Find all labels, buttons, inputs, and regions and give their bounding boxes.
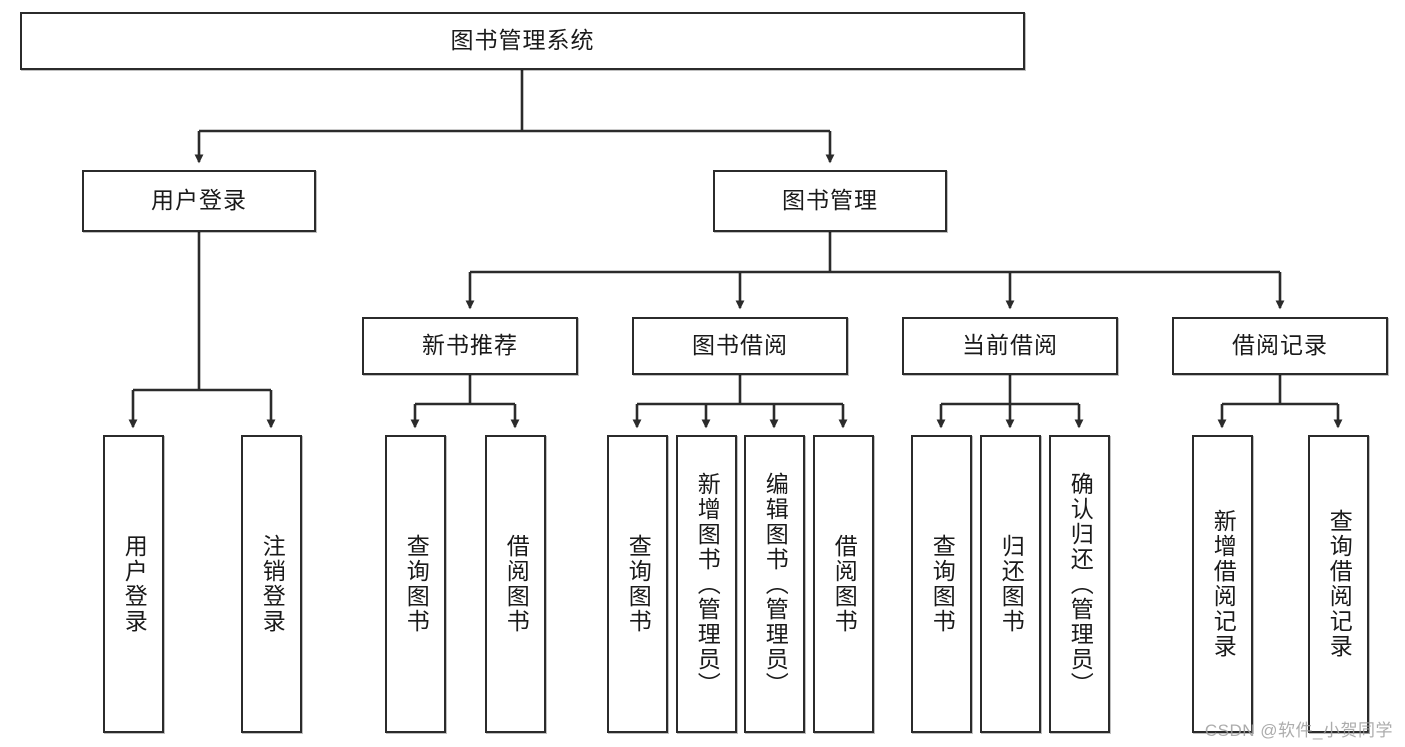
node-leaf-edit-book-label: 编辑图书（管理员）	[762, 471, 789, 697]
node-leaf-query-book-3[interactable]: 查询图书	[911, 435, 972, 733]
node-borrow-record[interactable]: 借阅记录	[1172, 317, 1388, 375]
node-leaf-query-book-1[interactable]: 查询图书	[385, 435, 446, 733]
node-leaf-confirm-return-label: 确认归还（管理员）	[1067, 471, 1094, 697]
node-leaf-add-record-label: 新增借阅记录	[1210, 509, 1237, 659]
node-leaf-add-book[interactable]: 新增图书（管理员）	[676, 435, 737, 733]
node-borrow-record-label: 借阅记录	[1232, 332, 1328, 359]
node-leaf-edit-book[interactable]: 编辑图书（管理员）	[744, 435, 805, 733]
watermark: CSDN @软件_小贺同学	[1204, 721, 1393, 740]
node-root[interactable]: 图书管理系统	[20, 12, 1025, 70]
node-leaf-confirm-return[interactable]: 确认归还（管理员）	[1049, 435, 1110, 733]
node-new-book-recommend-label: 新书推荐	[422, 332, 518, 359]
node-leaf-query-book-3-label: 查询图书	[929, 534, 956, 634]
node-book-borrow[interactable]: 图书借阅	[632, 317, 848, 375]
node-current-borrow[interactable]: 当前借阅	[902, 317, 1118, 375]
node-leaf-query-book-2-label: 查询图书	[625, 534, 652, 634]
node-current-borrow-label: 当前借阅	[962, 332, 1058, 359]
node-leaf-query-record-label: 查询借阅记录	[1326, 509, 1353, 659]
node-leaf-logout-login[interactable]: 注销登录	[241, 435, 302, 733]
node-leaf-user-login-label: 用户登录	[121, 534, 148, 634]
node-leaf-user-login[interactable]: 用户登录	[103, 435, 164, 733]
node-leaf-borrow-book-2[interactable]: 借阅图书	[813, 435, 874, 733]
node-book-borrow-label: 图书借阅	[692, 332, 788, 359]
node-leaf-logout-login-label: 注销登录	[259, 534, 286, 634]
node-leaf-query-book-2[interactable]: 查询图书	[607, 435, 668, 733]
node-new-book-recommend[interactable]: 新书推荐	[362, 317, 578, 375]
node-book-manage[interactable]: 图书管理	[713, 170, 947, 232]
node-leaf-return-book[interactable]: 归还图书	[980, 435, 1041, 733]
node-book-manage-label: 图书管理	[782, 187, 878, 214]
node-leaf-borrow-book-1-label: 借阅图书	[503, 534, 530, 634]
node-root-label: 图书管理系统	[450, 27, 595, 54]
node-leaf-query-record[interactable]: 查询借阅记录	[1308, 435, 1369, 733]
node-leaf-add-record[interactable]: 新增借阅记录	[1192, 435, 1253, 733]
node-user-login[interactable]: 用户登录	[82, 170, 316, 232]
node-leaf-add-book-label: 新增图书（管理员）	[694, 471, 721, 697]
node-leaf-borrow-book-1[interactable]: 借阅图书	[485, 435, 546, 733]
node-user-login-label: 用户登录	[151, 187, 247, 214]
node-leaf-query-book-1-label: 查询图书	[403, 534, 430, 634]
node-leaf-return-book-label: 归还图书	[998, 534, 1025, 634]
node-leaf-borrow-book-2-label: 借阅图书	[831, 534, 858, 634]
